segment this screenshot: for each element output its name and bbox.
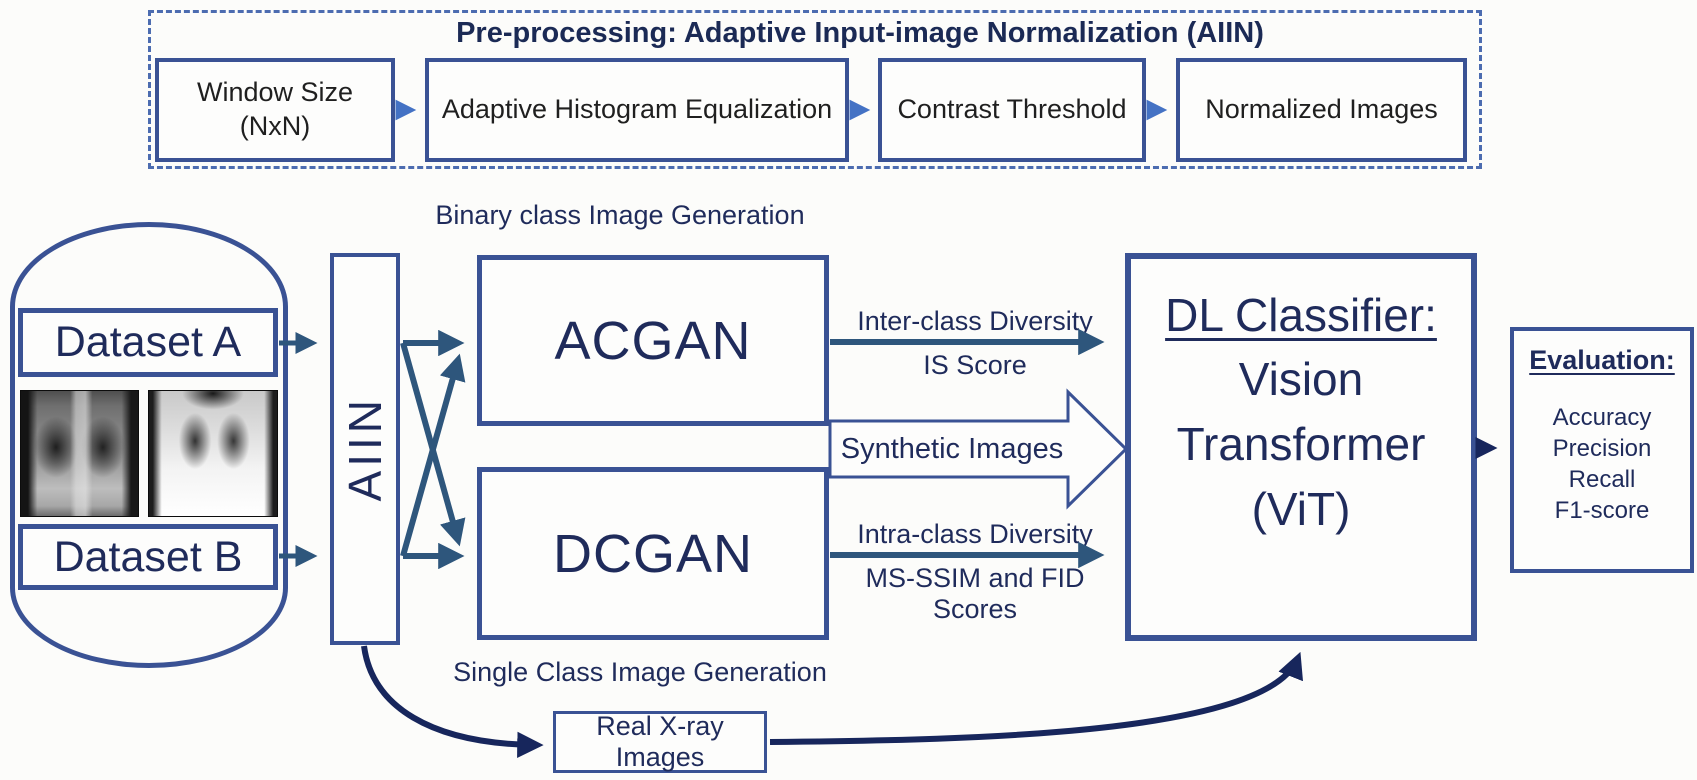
dataset-b-box: Dataset B xyxy=(18,524,278,590)
step-adaptive-histogram-equalization: Adaptive Histogram Equalization xyxy=(425,58,849,162)
evaluation-metrics: Accuracy Precision Recall F1-score xyxy=(1552,404,1652,524)
step-contrast-threshold: Contrast Threshold xyxy=(878,58,1146,162)
is-score-label: IS Score xyxy=(923,350,1027,380)
arrow-aiin-cross-to-dcgan xyxy=(400,342,466,547)
evaluation-box: Evaluation: Accuracy Precision Recall F1… xyxy=(1510,327,1694,573)
acgan-caption: Binary class Image Generation xyxy=(435,199,805,230)
preprocessing-title: Pre-processing: Adaptive Input-image Nor… xyxy=(456,16,1264,49)
preprocessing-dashed-container xyxy=(148,10,1482,169)
xray-image-dataset-b xyxy=(148,390,278,517)
aiin-box: AIIN xyxy=(330,253,400,645)
vit-heading: DL Classifier: xyxy=(1165,289,1437,341)
real-xray-images-box: Real X-ray Images xyxy=(553,711,767,773)
dcgan-caption: Single Class Image Generation xyxy=(453,656,827,687)
synthetic-images-label: Synthetic Images xyxy=(840,432,1064,465)
datasets-capsule xyxy=(10,222,288,668)
acgan-box: ACGAN xyxy=(477,255,829,426)
step-normalized-images: Normalized Images xyxy=(1176,58,1467,162)
ms-ssim-fid-label: MS-SSIM and FID Scores xyxy=(865,563,1085,624)
inter-class-diversity-label: Inter-class Diversity xyxy=(857,306,1093,336)
intra-class-diversity-label: Intra-class Diversity xyxy=(857,519,1093,549)
xray-image-dataset-a xyxy=(20,390,139,517)
arrow-aiin-cross-to-acgan xyxy=(400,353,466,557)
aiin-label: AIIN xyxy=(339,396,391,502)
step-window-size: Window Size (NxN) xyxy=(155,58,395,162)
vit-body: Vision Transformer (ViT) xyxy=(1176,353,1426,535)
dcgan-box: DCGAN xyxy=(477,467,829,640)
vit-classifier-box: DL Classifier: Vision Transformer (ViT) xyxy=(1125,253,1477,641)
dataset-a-box: Dataset A xyxy=(18,308,278,377)
evaluation-heading: Evaluation: xyxy=(1529,345,1675,375)
